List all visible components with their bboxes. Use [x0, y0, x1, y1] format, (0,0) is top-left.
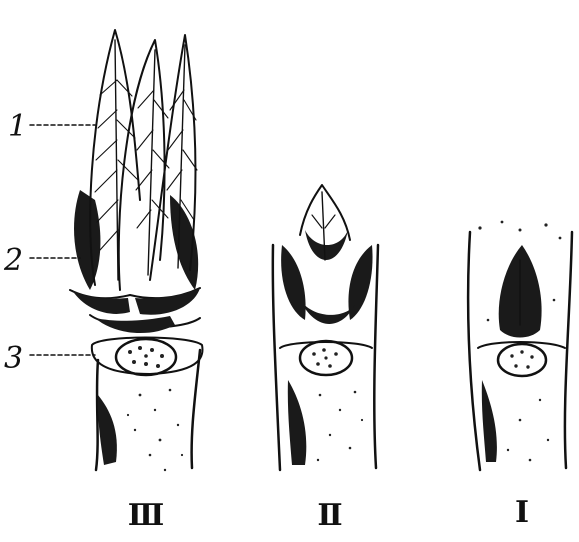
bud-panel-3 [468, 221, 572, 470]
panel-label-3: Ⅰ [515, 495, 529, 530]
panel-label-2: Ⅱ [317, 498, 342, 533]
panel-label-1: Ⅲ [128, 498, 165, 533]
bud-panel-1 [70, 30, 202, 471]
callout-label-2: 2 [3, 243, 23, 278]
callout-label-3: 3 [4, 341, 23, 376]
callout-label-1: 1 [8, 109, 27, 144]
bud-panel-2 [273, 185, 378, 470]
